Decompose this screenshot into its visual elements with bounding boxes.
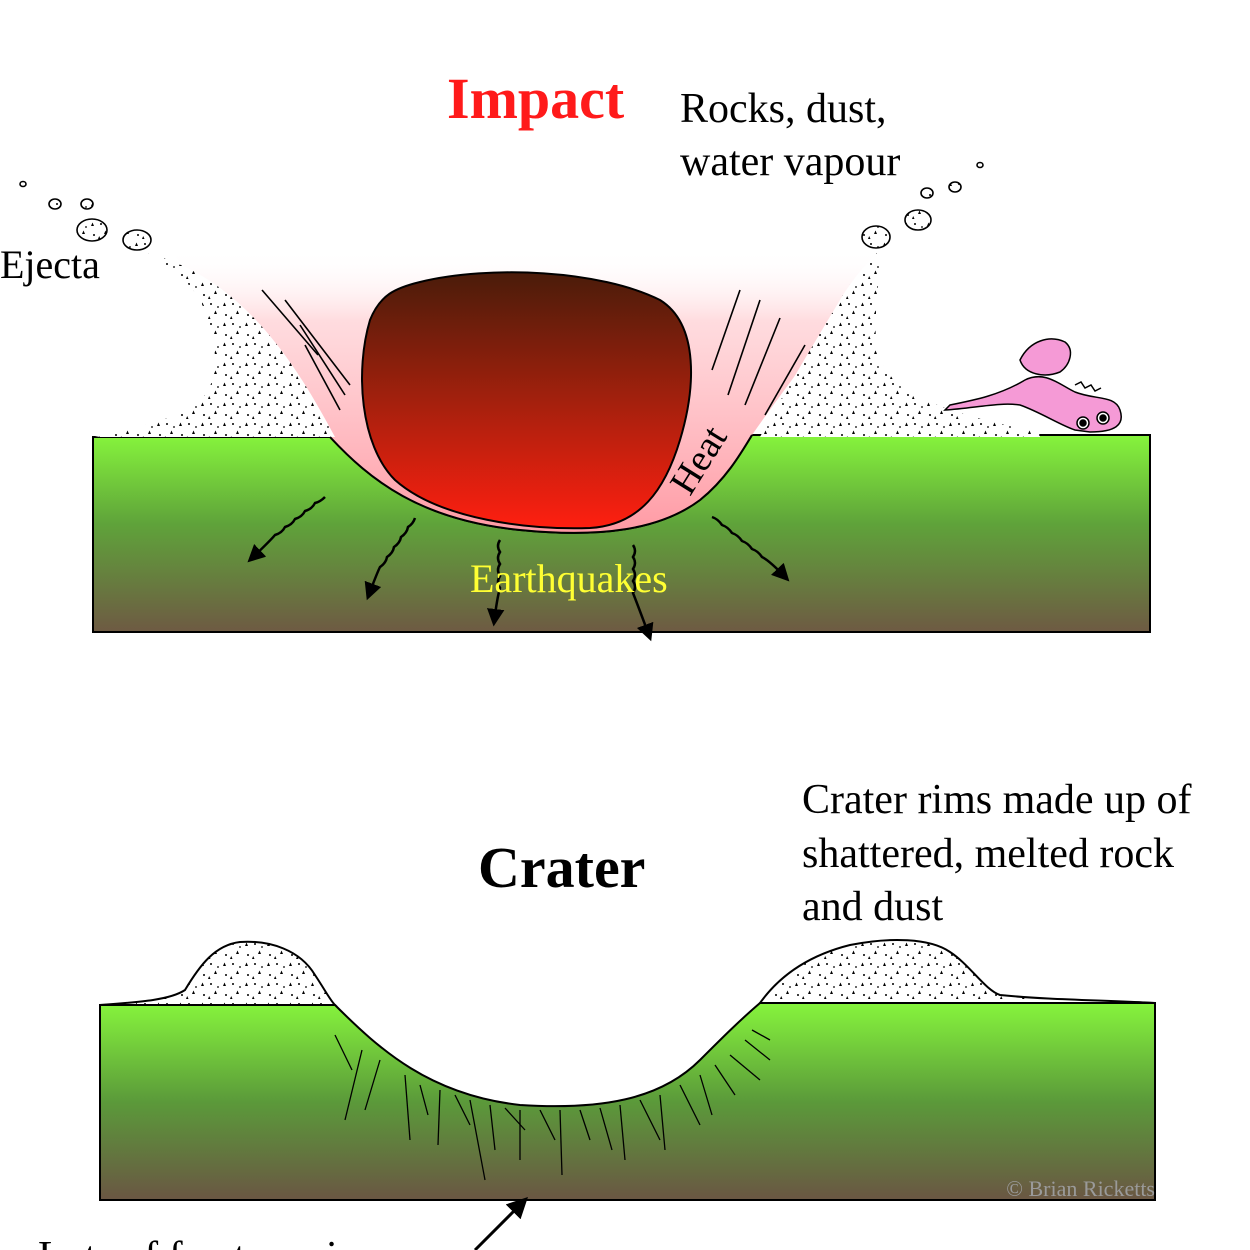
rim-label-line3: and dust: [802, 884, 943, 930]
crater-title: Crater: [478, 835, 645, 900]
fracture-lines: [334, 1029, 771, 1181]
seismic-arrow-icon: [247, 496, 790, 642]
crater-panel: © Brian Ricketts Crater Crater rims made…: [38, 777, 1192, 1250]
fractures-label: Lots of fractures in: [38, 1234, 359, 1250]
debris-rock-icon: [19, 180, 152, 251]
heat-streaks: [261, 289, 806, 416]
debris-rock-icon: [861, 161, 984, 249]
ejecta-label: Ejecta: [0, 242, 100, 287]
ejecta-plume-left: [95, 252, 335, 437]
crater-edge: [329, 434, 753, 534]
meteorite-icon: [361, 271, 692, 530]
credit-text: © Brian Ricketts: [1006, 1176, 1155, 1201]
ejecta-plume-right: [760, 250, 1040, 437]
debris-label-line2: water vapour: [680, 139, 900, 185]
debris-label-line1: Rocks, dust,: [680, 86, 887, 132]
impact-title: Impact: [447, 66, 625, 131]
rim-label-line1: Crater rims made up of: [802, 777, 1192, 823]
fractures-pointer-arrow: [473, 1197, 528, 1250]
earthquakes-label: Earthquakes: [470, 556, 668, 601]
rim-label-line2: shattered, melted rock: [802, 831, 1174, 877]
crater-rim-right: [758, 939, 1156, 1004]
creature-icon: [943, 338, 1122, 433]
impact-panel: Impact Rocks, dust, water vapour Ejecta …: [0, 66, 1151, 642]
crater-rim-left: [99, 940, 338, 1006]
ground-block-crater: [99, 1002, 1156, 1201]
